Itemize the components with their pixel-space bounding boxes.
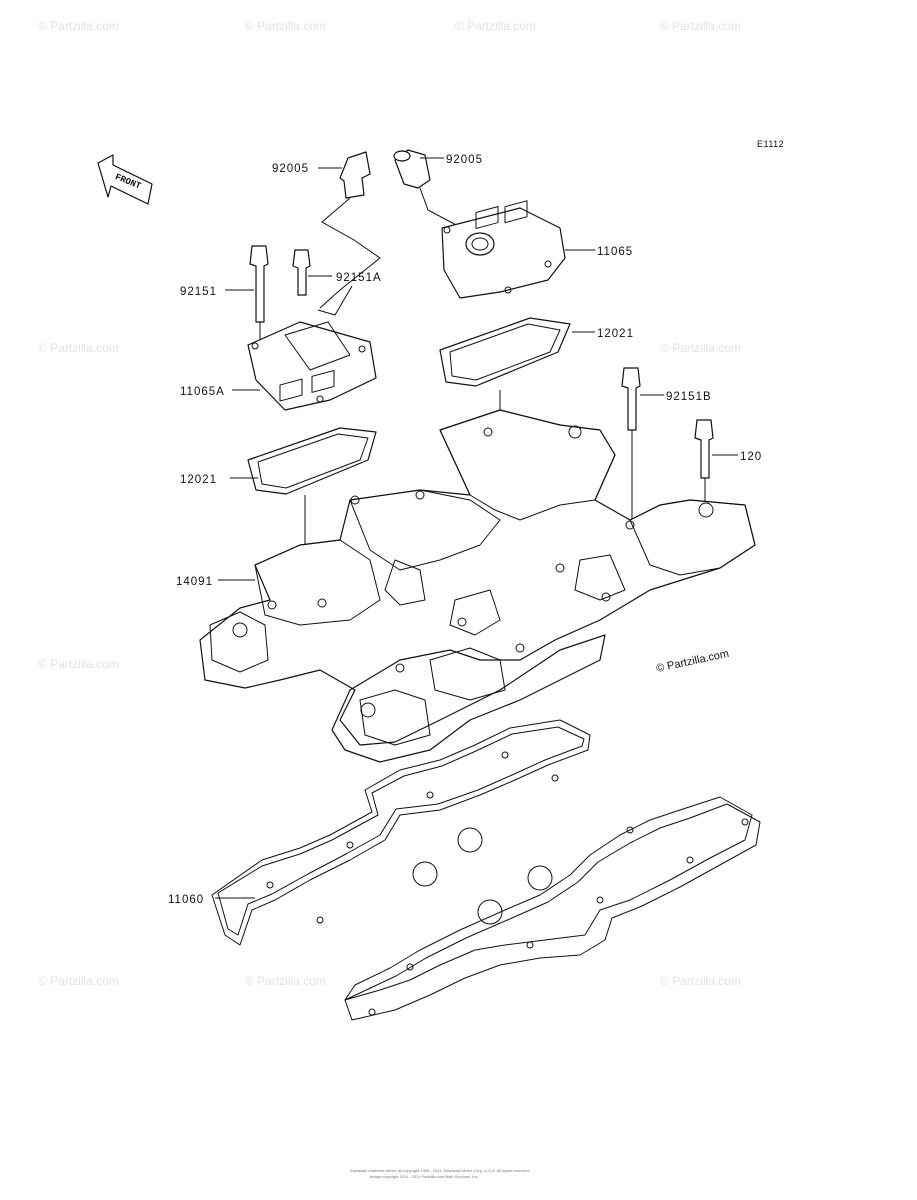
front-arrow: FRONT [97, 154, 153, 205]
label-92005-right: 92005 [446, 154, 483, 166]
label-11065: 11065 [597, 246, 633, 258]
cover-11065 [441, 207, 595, 299]
watermark: © Partzilla.com [660, 974, 741, 988]
label-12021-left: 12021 [180, 474, 217, 486]
watermark: © Partzilla.com [38, 974, 119, 988]
footer-line-1: Kawasaki materials within, all copyright… [350, 1168, 530, 1173]
diagram-code: E1112 [757, 139, 784, 149]
bolt-120 [694, 419, 738, 502]
label-92151B: 92151B [666, 391, 712, 403]
label-14091: 14091 [176, 576, 213, 588]
plug-92005-right [393, 149, 479, 241]
callout-labels: 92005 92005 11065 92151 92151A 12021 110… [168, 154, 762, 906]
watermark: © Partzilla.com [245, 974, 326, 988]
label-11060: 11060 [168, 894, 204, 906]
watermark: © Partzilla.com [38, 341, 119, 355]
watermark: © Partzilla.com [38, 657, 119, 671]
gasket-12021-left [230, 369, 377, 560]
label-120: 120 [740, 451, 762, 463]
label-11065A: 11065A [180, 386, 225, 398]
bolt-92151B [621, 367, 664, 520]
head-cover-14091 [199, 409, 756, 763]
gasket-11060 [211, 719, 761, 1021]
label-92005-left: 92005 [272, 163, 309, 175]
watermark-layer: © Partzilla.com © Partzilla.com © Partzi… [38, 19, 741, 988]
gasket-12021-right [439, 200, 595, 450]
watermark: © Partzilla.com [455, 19, 536, 33]
footer-line-2: Image copyright 2011 - 2011 Partzilla.co… [370, 1174, 479, 1179]
watermark: © Partzilla.com [38, 19, 119, 33]
watermark: © Partzilla.com [660, 19, 741, 33]
watermark: © Partzilla.com [245, 19, 326, 33]
label-12021-right: 12021 [597, 328, 634, 340]
watermark: © Partzilla.com [660, 341, 741, 355]
label-92151: 92151 [180, 286, 217, 298]
plug-92005-left [318, 151, 381, 309]
bolt-92151A [292, 249, 353, 316]
cover-11065A [232, 321, 377, 411]
label-92151A: 92151A [336, 272, 382, 284]
copyright-label: © Partzilla.com [655, 648, 730, 675]
